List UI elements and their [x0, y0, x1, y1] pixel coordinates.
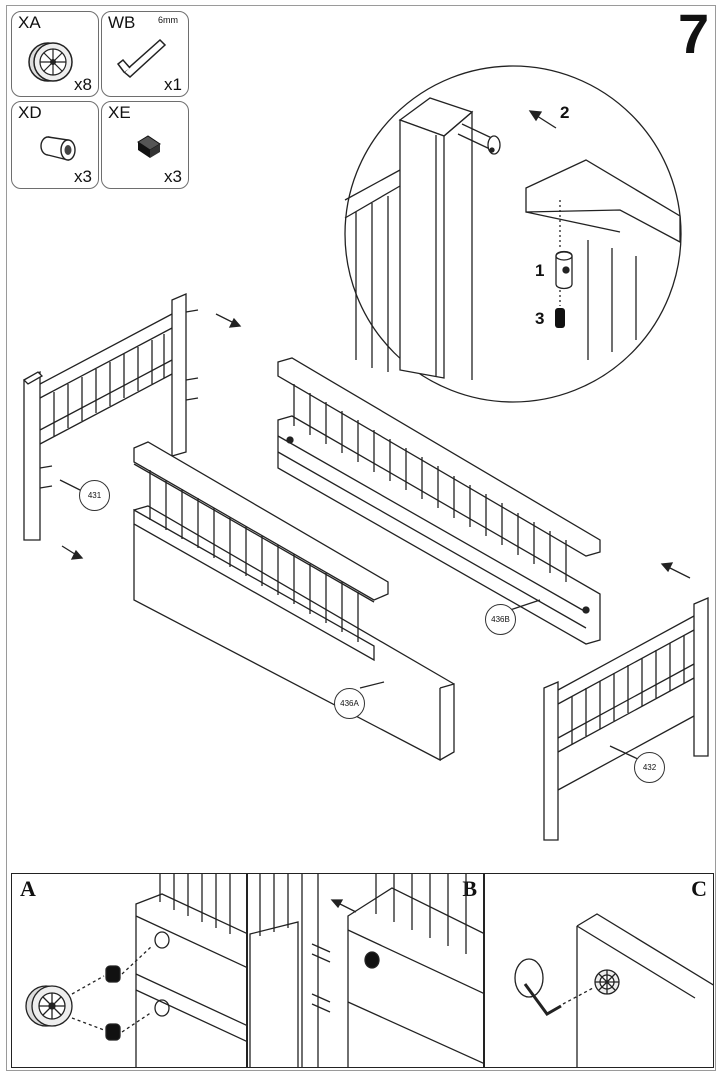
- part-box-xd: XD x3: [11, 101, 99, 189]
- part-code: XD: [18, 103, 42, 122]
- part-code: WB: [108, 13, 136, 32]
- part-label-front-rail: 436A: [334, 688, 365, 719]
- step-number: 7: [678, 2, 710, 65]
- part-qty: x3: [74, 167, 92, 186]
- detail-callout-3: 3: [535, 309, 545, 328]
- part-qty: x8: [74, 75, 92, 94]
- part-box-xe: XE x3: [101, 101, 189, 189]
- barrel-nut-icon: [40, 136, 76, 161]
- part-label-footboard: 432: [634, 752, 665, 783]
- detail-panel-c: C: [484, 873, 714, 1068]
- allen-key-icon: [116, 38, 167, 78]
- page-border: [6, 5, 716, 1071]
- part-code: XA: [18, 13, 41, 32]
- part-spec: 6mm: [158, 15, 178, 25]
- detail-panel-a: A: [11, 873, 247, 1068]
- main-assembly-diagram: [22, 65, 709, 841]
- detail-panel-b: B: [247, 873, 484, 1068]
- detail-callout-1: 1: [535, 261, 545, 280]
- part-box-xa: XA x8: [11, 11, 99, 97]
- panel-letter: A: [20, 876, 36, 901]
- caster-insert-diagram: [25, 874, 246, 1067]
- panel-letter: C: [691, 876, 707, 901]
- insert-nut-icon: [137, 135, 161, 158]
- part-qty: x3: [164, 167, 182, 186]
- detail-callout-2: 2: [560, 103, 570, 122]
- dowel-insert-diagram: [249, 874, 483, 1067]
- part-label-headboard: 431: [79, 480, 110, 511]
- tighten-caster-diagram: [514, 913, 713, 1067]
- wheel-caster-icon: [28, 42, 73, 82]
- part-label-back-rail: 436B: [485, 604, 516, 635]
- part-code: XE: [108, 103, 131, 122]
- part-qty: x1: [164, 75, 182, 94]
- part-box-wb: WB 6mm x1: [101, 11, 189, 97]
